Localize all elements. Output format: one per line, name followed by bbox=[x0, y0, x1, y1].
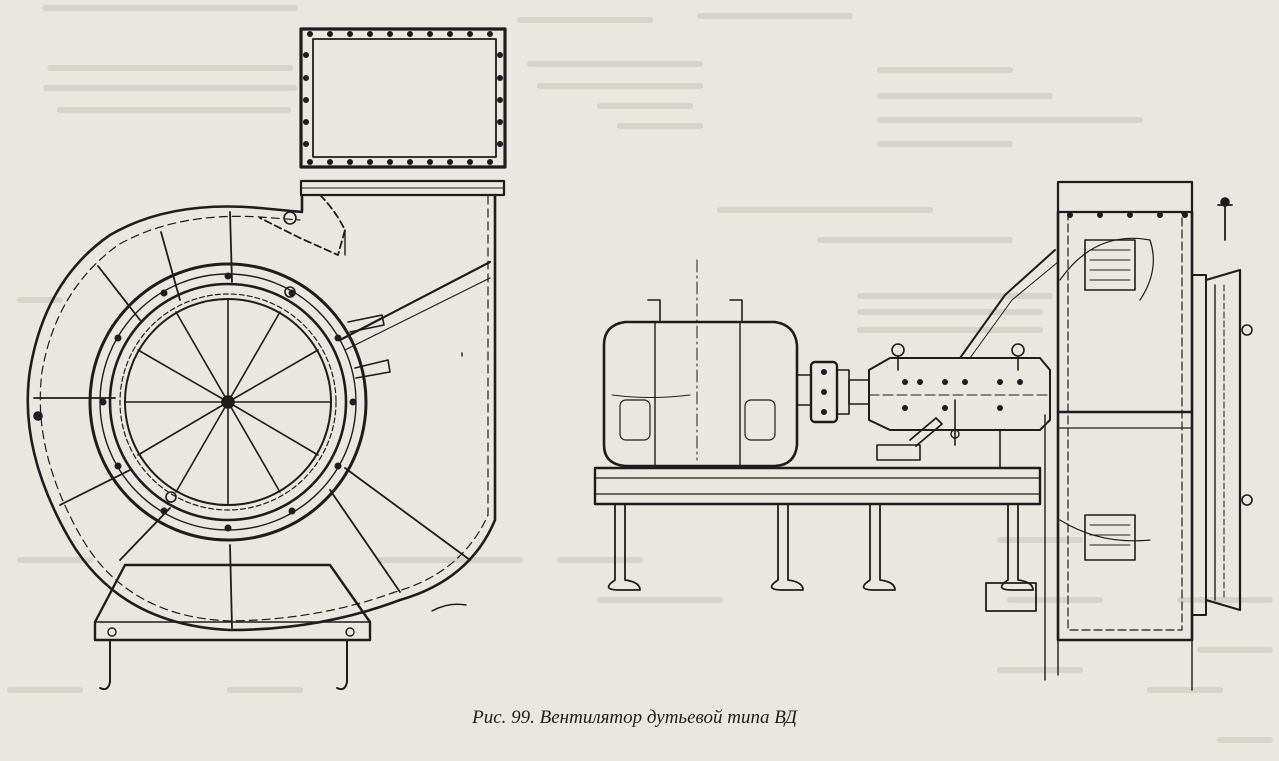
impeller-spokes bbox=[125, 299, 331, 506]
bearing-housing bbox=[868, 343, 1051, 461]
electric-motor bbox=[602, 259, 799, 468]
fan-front-view bbox=[26, 27, 507, 691]
inlet-damper bbox=[1191, 197, 1253, 616]
caption-text: Рис. 99. Вентилятор дутьевой типа ВД bbox=[472, 707, 797, 728]
fan-side-view bbox=[593, 180, 1253, 691]
shaft-coupling bbox=[796, 360, 870, 424]
outlet-flange bbox=[299, 27, 507, 169]
front-base bbox=[93, 563, 372, 691]
figure-caption: Рис. 99. Вентилятор дутьевой типа ВД bbox=[0, 707, 1279, 729]
support-frame bbox=[593, 249, 1059, 612]
